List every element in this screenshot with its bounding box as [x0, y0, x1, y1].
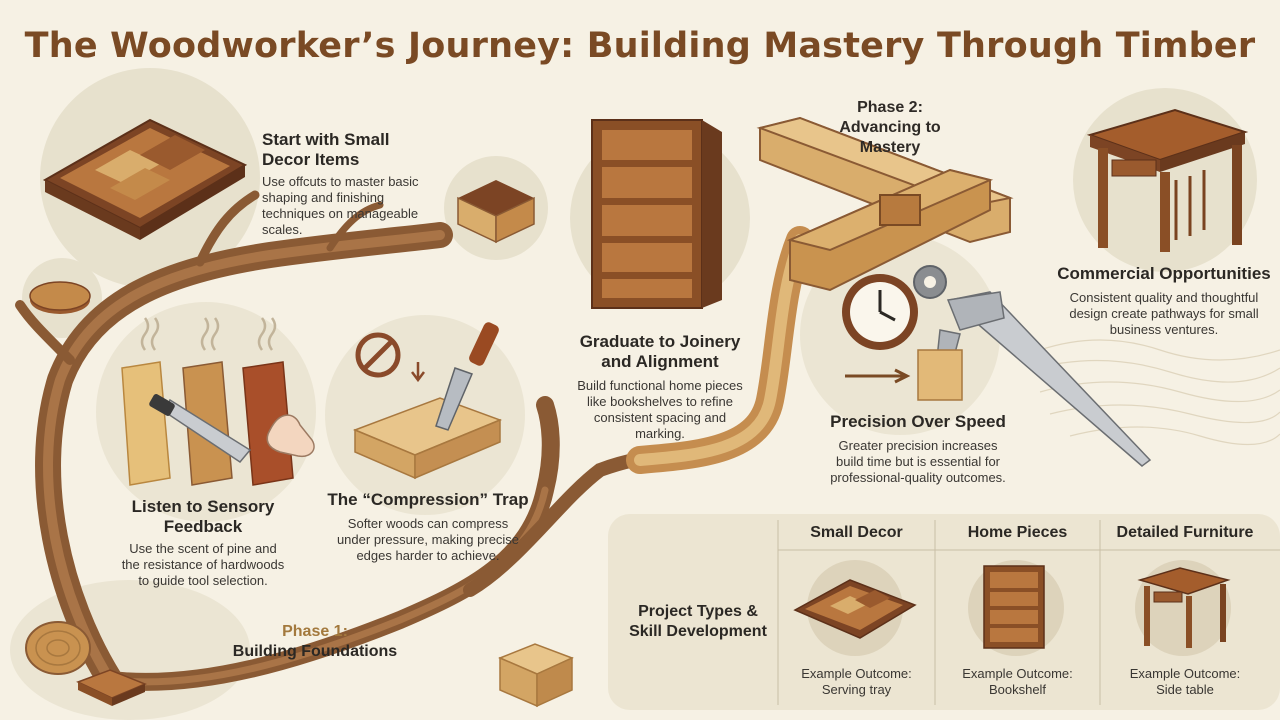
- body-line: Use the scent of pine and: [129, 541, 277, 556]
- serving-tray-icon: [42, 118, 248, 240]
- row-label-line: Project Types &: [638, 603, 758, 620]
- precision-body: Greater precision increases build time b…: [808, 438, 1028, 486]
- column-header-detailed-furniture: Detailed Furniture: [1116, 524, 1254, 541]
- table-panel-bg: [608, 514, 1280, 710]
- phase-2-line: Advancing to: [839, 119, 941, 136]
- body-line: edges harder to achieve.: [356, 548, 500, 563]
- body-line: Use offcuts to master basic: [262, 174, 419, 189]
- joinery-heading-2: and Alignment: [601, 352, 719, 371]
- body-line: design create pathways for small: [1069, 306, 1259, 321]
- sensory-heading-1: Listen to Sensory: [131, 497, 275, 516]
- section-precision: Precision Over Speed Greater precision i…: [808, 412, 1028, 486]
- side-table-icon: [1137, 567, 1231, 648]
- compression-body: Softer woods can compress under pressure…: [318, 516, 538, 564]
- caption-line: Example Outcome:: [801, 666, 912, 681]
- sensory-body: Use the scent of pine and the resistance…: [100, 541, 306, 589]
- phase-2-line: Phase 2:: [857, 99, 923, 116]
- wood-cube-icon: [498, 643, 574, 708]
- page-title: The Woodworker’s Journey: Building Maste…: [24, 26, 1256, 66]
- phase-1-line: Phase 1:: [282, 623, 348, 640]
- caption-detailed-furniture: Example Outcome: Side table: [1100, 666, 1270, 698]
- body-line: techniques on manageable: [262, 206, 419, 221]
- phase-2-label: Phase 2: Advancing to Mastery: [820, 98, 960, 158]
- caption-line: Serving tray: [821, 682, 892, 697]
- body-line: build time but is essential for: [835, 454, 1001, 469]
- body-line: under pressure, making precise: [336, 532, 520, 547]
- caption-small-decor: Example Outcome: Serving tray: [778, 666, 935, 698]
- small-decor-heading-2: Decor Items: [262, 150, 360, 169]
- body-line: Greater precision increases: [838, 438, 998, 453]
- side-table-icon: [1086, 108, 1249, 252]
- caption-line: Example Outcome:: [962, 666, 1073, 681]
- phase-1-line: Building Foundations: [232, 643, 398, 660]
- bookshelf-icon: [983, 565, 1045, 649]
- body-line: business ventures.: [1109, 322, 1219, 337]
- body-line: Softer woods can compress: [347, 516, 509, 531]
- section-commercial: Commercial Opportunities Consistent qual…: [1048, 264, 1280, 338]
- caption-line: Example Outcome:: [1129, 666, 1241, 681]
- wood-path-icon: [626, 226, 814, 474]
- cross-beam-joint-icon: [756, 116, 1014, 292]
- section-sensory: Listen to Sensory Feedback Use the scent…: [100, 497, 306, 589]
- wood-block-icon: [76, 669, 147, 706]
- log-slice-icon: [25, 621, 91, 675]
- caption-home-pieces: Example Outcome: Bookshelf: [935, 666, 1100, 698]
- section-small-decor: Start with Small Decor Items Use offcuts…: [262, 130, 462, 238]
- body-line: marking.: [635, 426, 685, 441]
- serving-tray-icon: [793, 579, 917, 639]
- hand-icon: [266, 414, 315, 458]
- column-header-small-decor: Small Decor: [810, 524, 903, 541]
- chisel-icon: [352, 322, 503, 480]
- clock-icon: [842, 274, 918, 350]
- phase-2-line: Mastery: [859, 139, 921, 156]
- body-line: Consistent quality and thoughtful: [1069, 290, 1259, 305]
- precision-heading: Precision Over Speed: [830, 412, 1006, 431]
- joinery-body: Build functional home pieces like booksh…: [560, 378, 760, 442]
- section-joinery: Graduate to Joinery and Alignment Build …: [560, 332, 760, 442]
- body-line: shaping and finishing: [262, 190, 385, 205]
- small-box-icon: [457, 180, 535, 244]
- small-decor-body: Use offcuts to master basic shaping and …: [262, 174, 462, 238]
- sensory-heading-2: Feedback: [163, 517, 243, 536]
- compression-heading: The “Compression” Trap: [327, 490, 529, 509]
- bookshelf-icon: [591, 119, 722, 309]
- gear-icon: [913, 265, 947, 299]
- body-line: scales.: [262, 222, 303, 237]
- tree-branch-icon: [15, 190, 707, 693]
- commercial-heading: Commercial Opportunities: [1057, 264, 1271, 283]
- caption-line: Side table: [1156, 682, 1214, 697]
- wood-planks-saw-icon: [121, 317, 294, 486]
- body-line: consistent spacing and: [593, 410, 727, 425]
- column-header-home-pieces: Home Pieces: [967, 524, 1068, 541]
- body-line: Build functional home pieces: [577, 378, 743, 393]
- body-line: like bookshelves to refine: [587, 394, 733, 409]
- no-sign-icon: [355, 332, 425, 383]
- section-compression: The “Compression” Trap Softer woods can …: [318, 490, 538, 564]
- commercial-body: Consistent quality and thoughtful design…: [1048, 290, 1280, 338]
- table-row-label: Project Types & Skill Development: [618, 602, 778, 642]
- caption-line: Bookshelf: [988, 682, 1047, 697]
- small-decor-heading-1: Start with Small: [262, 130, 390, 149]
- phase-1-label: Phase 1: Building Foundations: [215, 622, 415, 662]
- body-line: professional-quality outcomes.: [830, 470, 1006, 485]
- body-line: the resistance of hardwoods: [121, 557, 285, 572]
- row-label-line: Skill Development: [629, 623, 767, 640]
- body-line: to guide tool selection.: [138, 573, 268, 588]
- wood-coaster-icon: [29, 281, 91, 314]
- joinery-heading-1: Graduate to Joinery: [579, 332, 741, 351]
- caliper-icon: [845, 291, 1152, 467]
